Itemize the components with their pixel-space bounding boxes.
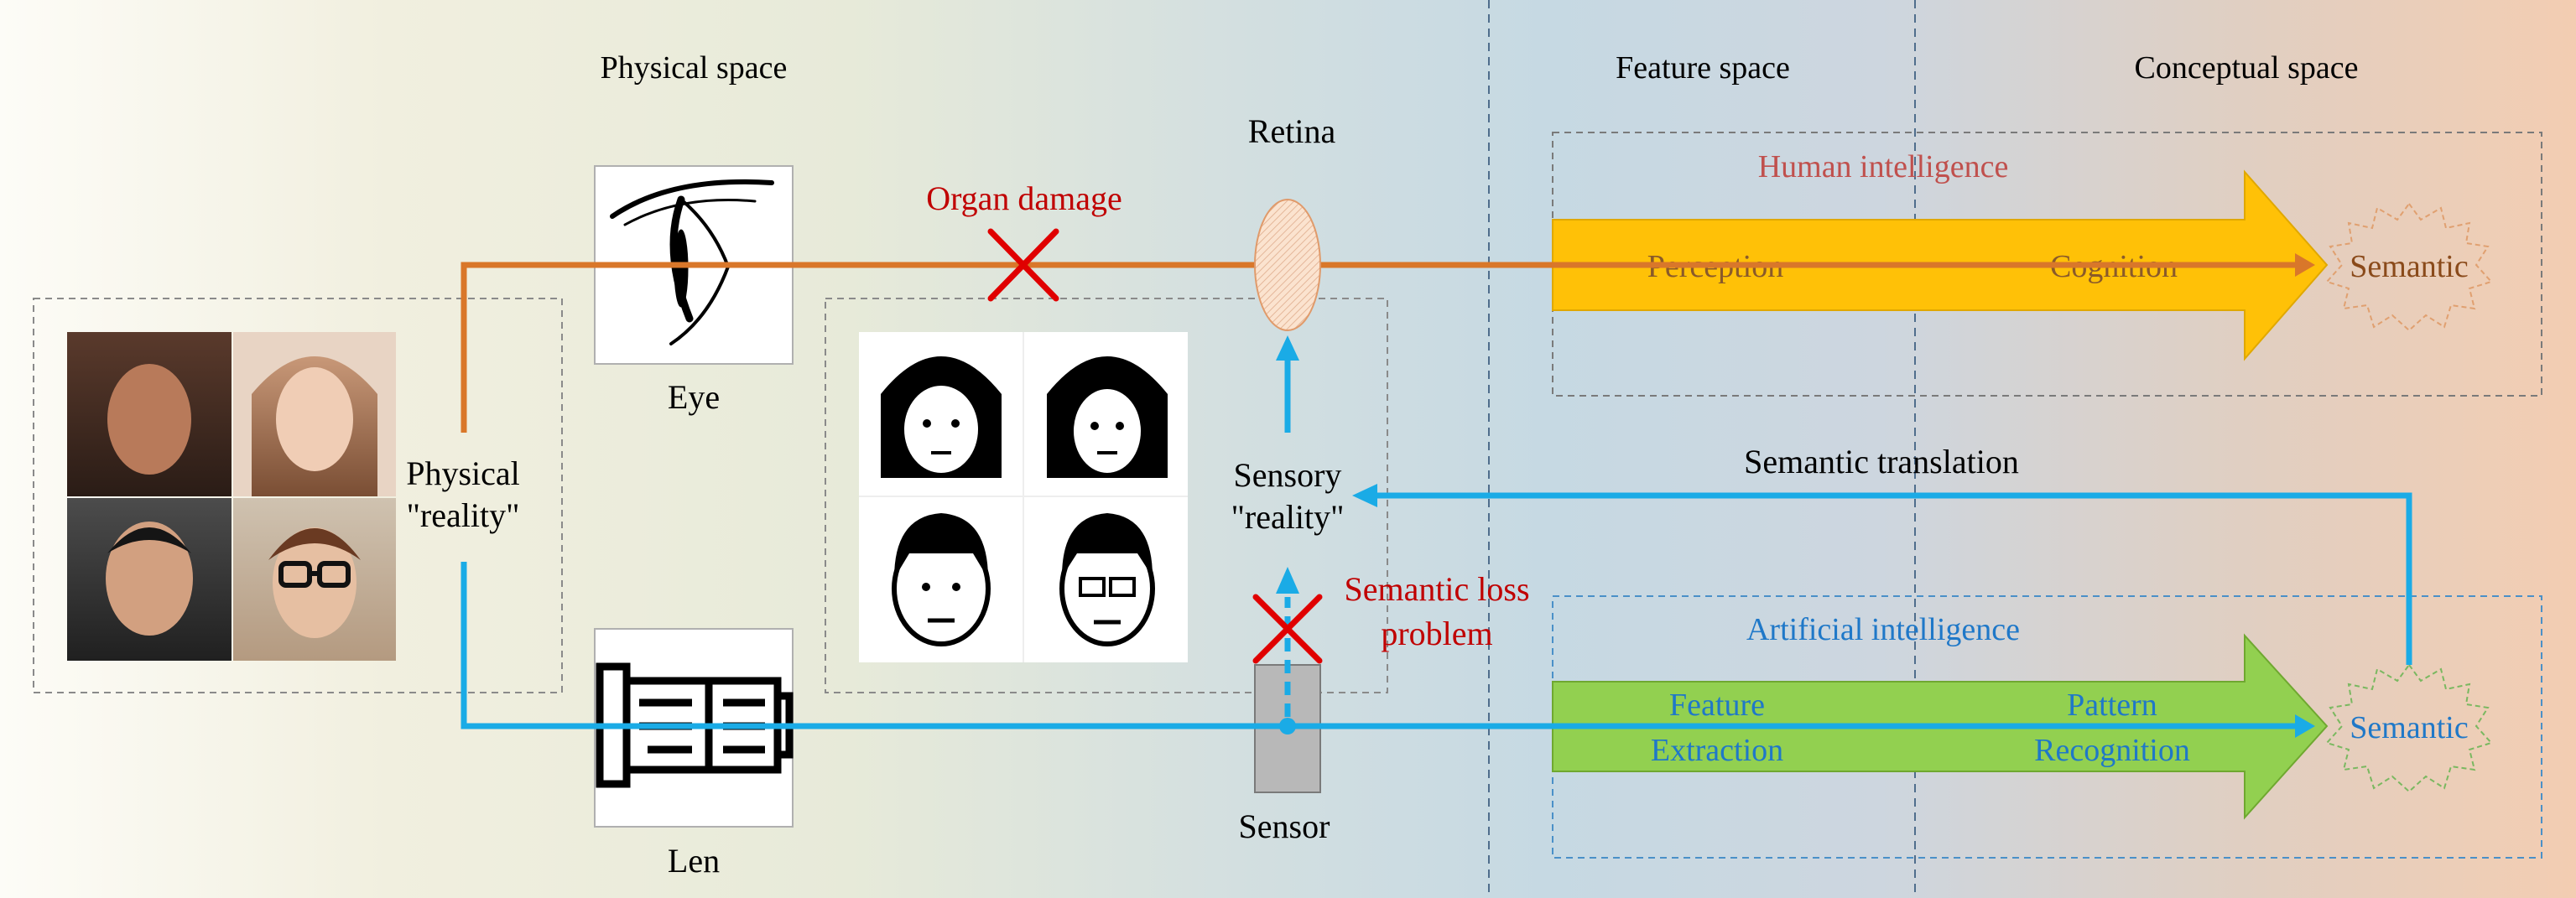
- ai-path-arrowhead: [2295, 714, 2315, 738]
- sensor-node: [1279, 718, 1296, 734]
- feature-extraction-line1: Feature: [1669, 688, 1765, 723]
- pattern-recognition-line2: Recognition: [2034, 733, 2190, 768]
- ai-path-line: [461, 562, 2298, 729]
- pattern-recognition-line1: Pattern: [2067, 688, 2157, 723]
- semantic-translation-label: Semantic translation: [1744, 443, 2019, 480]
- man-sketch-2: [1059, 513, 1155, 646]
- conceptual-space-header: Conceptual space: [2135, 50, 2359, 86]
- retina-shape: [1254, 199, 1321, 331]
- physical-reality-box: [33, 298, 563, 693]
- semantic-loss-cross-icon: [1252, 594, 1323, 664]
- retina-label: Retina: [1248, 112, 1336, 150]
- face-photo-grid: [67, 332, 396, 661]
- sensory-reality-line1: Sensory: [1234, 456, 1342, 494]
- organ-damage-cross-icon: [987, 228, 1059, 302]
- semantic-loss-arrowhead: [1276, 567, 1299, 594]
- woman-photo-2-face: [276, 367, 353, 471]
- man-photo-2-glasses: [278, 561, 351, 588]
- sensor-label: Sensor: [1239, 807, 1330, 845]
- man-photo-1-hair: [107, 527, 191, 553]
- semantic-loss-line2: problem: [1381, 615, 1492, 652]
- semantic-translation-path: [1376, 492, 2412, 665]
- woman-sketch-2: [1047, 356, 1168, 478]
- feature-space-header: Feature space: [1616, 50, 1790, 86]
- man-photo-1-face: [106, 522, 193, 636]
- eye-label: Eye: [668, 378, 720, 416]
- artificial-intelligence-title: Artificial intelligence: [1746, 612, 2020, 647]
- physical-reality-line2: "reality": [407, 496, 520, 534]
- human-path-arrowhead: [2295, 253, 2315, 277]
- man-photo-2-face: [273, 527, 356, 638]
- human-semantic-burst: [2325, 202, 2493, 332]
- man-photo-2-hair: [268, 528, 361, 560]
- man-sketch-1: [892, 513, 991, 646]
- human-path-line: [461, 262, 2298, 433]
- physical-reality-line1: Physical: [406, 454, 520, 492]
- organ-damage-label: Organ damage: [926, 179, 1122, 217]
- len-label: Len: [668, 842, 720, 880]
- sensory-reality-box: [825, 298, 1388, 693]
- artificial-intelligence-box: [1552, 595, 2542, 859]
- semantic-loss-line1: Semantic loss: [1344, 570, 1529, 608]
- retina-up-arrowhead: [1276, 335, 1299, 361]
- ai-semantic-burst: [2325, 663, 2493, 793]
- ai-semantic-label: Semantic: [2350, 710, 2468, 745]
- human-semantic-label: Semantic: [2350, 249, 2468, 284]
- physical-space-header: Physical space: [601, 50, 788, 86]
- face-sketch-grid: [859, 332, 1188, 662]
- woman-photo-1-face: [107, 364, 191, 475]
- woman-sketch-1: [881, 356, 1002, 478]
- feature-extraction-line2: Extraction: [1651, 733, 1783, 768]
- human-intelligence-title: Human intelligence: [1758, 149, 2009, 184]
- sensory-reality-line2: "reality": [1231, 498, 1345, 536]
- semantic-translation-arrowhead: [1352, 484, 1377, 507]
